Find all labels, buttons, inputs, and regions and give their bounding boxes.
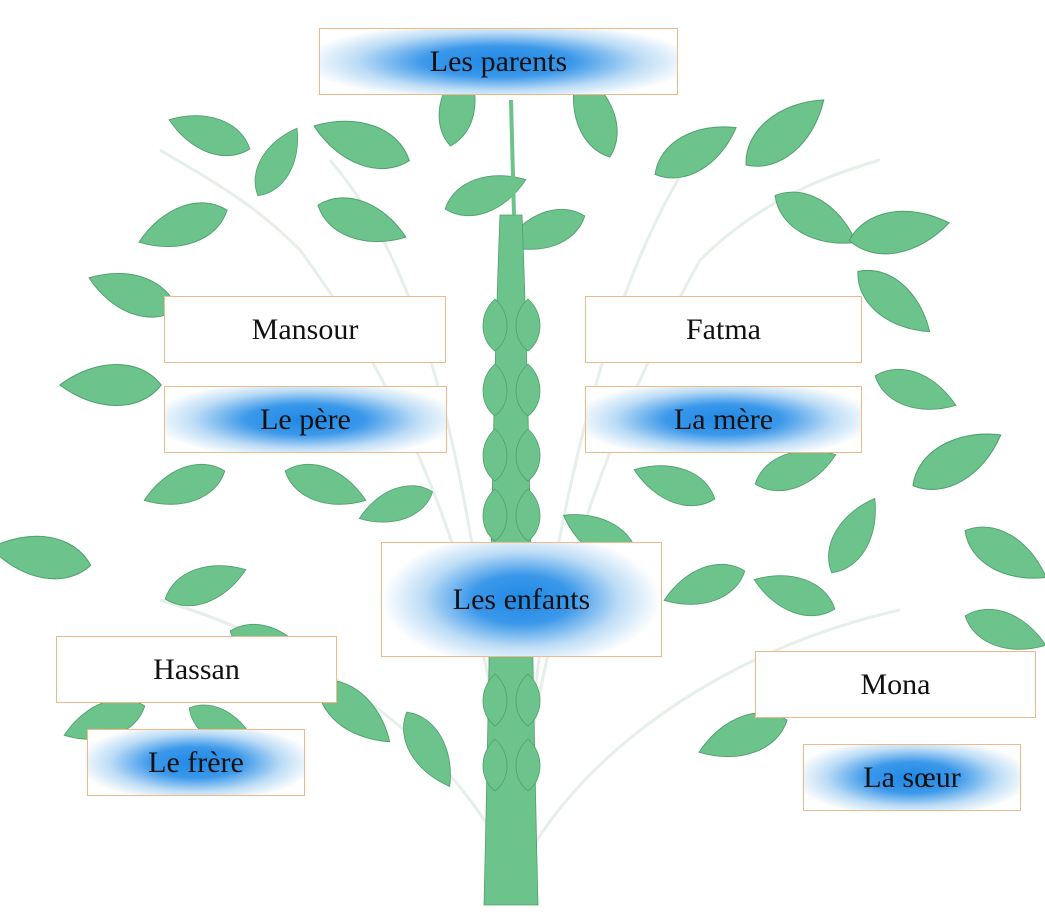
mother-role-box: La mère	[585, 386, 862, 453]
mother-role: La mère	[674, 402, 773, 438]
father-role: Le père	[260, 402, 351, 438]
children-label-text: Les enfants	[447, 582, 597, 618]
mother-name-box: Fatma	[585, 296, 862, 363]
sister-role-box: La sœur	[803, 744, 1021, 811]
parents-label-text: Les parents	[430, 44, 567, 80]
sister-name-box: Mona	[755, 651, 1036, 718]
brother-name: Hassan	[153, 652, 240, 688]
father-name-box: Mansour	[164, 296, 446, 363]
brother-role: Le frère	[148, 745, 244, 781]
sister-role: La sœur	[863, 760, 960, 796]
father-name: Mansour	[252, 312, 359, 348]
parents-label: Les parents	[319, 28, 678, 95]
sister-name: Mona	[861, 667, 931, 703]
mother-name: Fatma	[686, 312, 761, 348]
children-label: Les enfants	[381, 542, 662, 657]
brother-name-box: Hassan	[56, 636, 337, 703]
father-role-box: Le père	[164, 386, 447, 453]
brother-role-box: Le frère	[87, 729, 305, 796]
